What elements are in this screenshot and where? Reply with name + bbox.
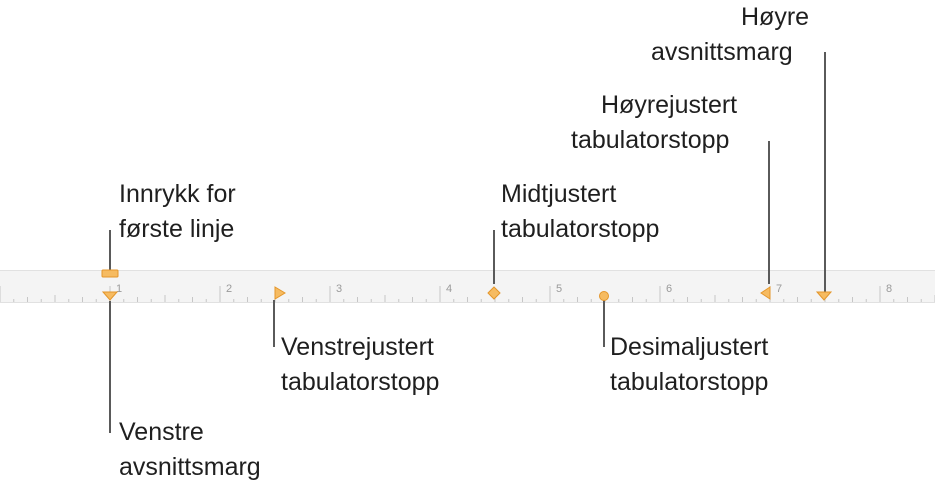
label-line: Venstre: [119, 418, 204, 446]
ruler-number: 1: [116, 283, 123, 295]
right-margin-marker[interactable]: [815, 291, 833, 301]
leader-line-first-line-indent: [109, 230, 111, 270]
decimal-tab-marker[interactable]: [599, 291, 609, 301]
label-line: Høyre: [741, 3, 810, 31]
label-line: første linje: [119, 215, 235, 243]
leader-line-right-tab: [768, 141, 770, 284]
label-line: avsnittsmarg: [119, 453, 261, 481]
ruler-number: 3: [336, 283, 343, 295]
ruler-number: 5: [556, 283, 563, 295]
leader-line-right-margin: [824, 52, 826, 292]
left-margin-marker[interactable]: [101, 291, 119, 301]
left-tab-marker[interactable]: [274, 286, 286, 300]
center-tab-marker[interactable]: [487, 286, 501, 300]
label-line: Venstrejustert: [281, 333, 434, 361]
label-line: tabulatorstopp: [281, 368, 440, 396]
first-line-indent-marker[interactable]: [101, 269, 119, 278]
leader-line-left-margin: [109, 301, 111, 433]
label-line: Midtjustert: [501, 180, 617, 208]
label-right-tab: Høyrejustert tabulatorstopp: [571, 88, 737, 158]
ruler-number: 6: [666, 283, 673, 295]
right-tab-marker[interactable]: [760, 286, 771, 300]
label-line: Desimaljustert: [610, 333, 769, 361]
ruler-number: 4: [446, 283, 453, 295]
ruler-number: 2: [226, 283, 233, 295]
label-line: tabulatorstopp: [610, 368, 769, 396]
label-line: tabulatorstopp: [571, 126, 730, 154]
label-decimal-tab: Desimaljustert tabulatorstopp: [610, 330, 768, 400]
label-left-tab: Venstrejustert tabulatorstopp: [281, 330, 439, 400]
leader-line-left-tab: [273, 300, 275, 347]
leader-line-center-tab: [493, 230, 495, 284]
label-right-margin: Høyre avsnittsmarg: [651, 0, 809, 70]
ruler[interactable]: 1 2 3 4 5 6 7 8: [0, 270, 935, 303]
label-line: tabulatorstopp: [501, 215, 660, 243]
label-first-line-indent: Innrykk for første linje: [119, 177, 236, 247]
label-line: Høyrejustert: [601, 91, 738, 119]
ruler-number: 7: [776, 283, 783, 295]
label-center-tab: Midtjustert tabulatorstopp: [501, 177, 659, 247]
leader-line-decimal-tab: [603, 300, 605, 347]
label-left-margin: Venstre avsnittsmarg: [119, 415, 261, 485]
ruler-number: 8: [886, 283, 893, 295]
ruler-ticks: [0, 286, 935, 302]
label-line: avsnittsmarg: [651, 38, 793, 66]
label-line: Innrykk for: [119, 180, 236, 208]
